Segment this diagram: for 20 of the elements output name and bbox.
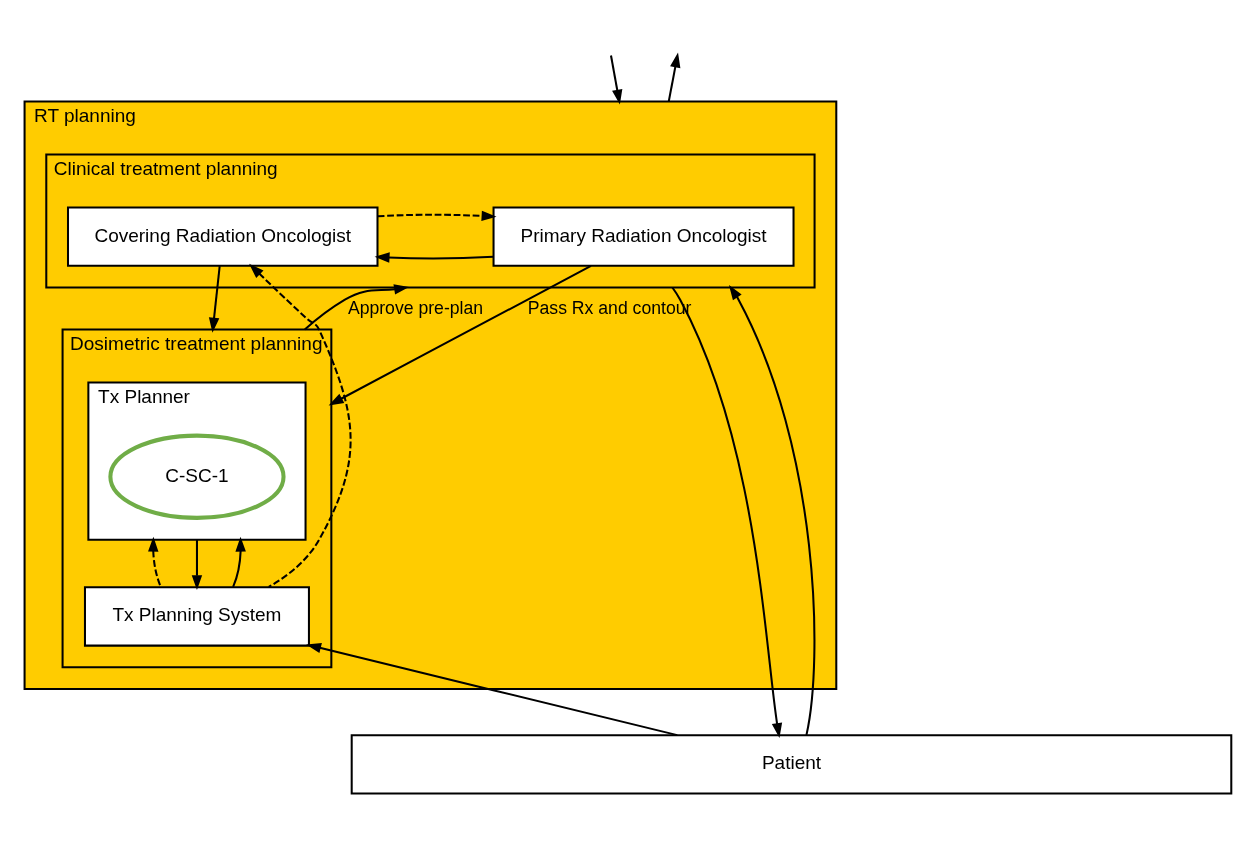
node-box: Primary Radiation Oncologist xyxy=(492,206,795,267)
arrow xyxy=(610,55,623,105)
arrow xyxy=(328,265,592,406)
arrow xyxy=(377,210,497,222)
node-box: Patient xyxy=(350,734,1233,795)
arrow xyxy=(374,252,494,263)
node-box: Covering Radiation Oncologist xyxy=(67,206,379,267)
node-box: Tx Planning System xyxy=(83,586,310,647)
arrow xyxy=(304,284,410,331)
arrow xyxy=(728,284,816,736)
edge-label: Approve pre-plan xyxy=(347,297,484,318)
arrow xyxy=(306,642,678,737)
arrow xyxy=(191,539,203,591)
arrow xyxy=(249,263,352,588)
arrow xyxy=(208,266,221,333)
arrow xyxy=(667,52,681,102)
arrow xyxy=(148,536,162,588)
arrow xyxy=(671,286,783,738)
node-ellipse: C-SC-1 xyxy=(108,433,286,520)
arrow xyxy=(232,536,246,588)
